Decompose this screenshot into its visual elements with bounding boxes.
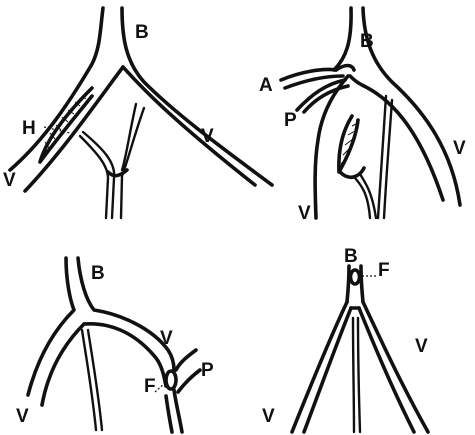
vessel-outline [362,84,445,202]
label-v-left: V [16,406,29,427]
vessel-outline [279,67,338,82]
vessel-outline [120,102,138,172]
vessel-outline [121,65,257,187]
vessel-outline [172,388,184,434]
label-h: H [22,118,36,139]
hatched-segment [340,123,357,165]
vessel-outline [359,264,365,304]
vessel-outline [290,300,349,434]
vessel-outline [106,168,129,178]
leader-line [154,381,167,393]
label-v-left: V [3,170,16,191]
label-v-right: V [415,336,428,357]
vessel-outline [120,6,274,187]
vessel-outline [38,86,94,164]
vessel-outline [86,328,104,432]
label-v-right: V [160,328,173,349]
vessel-outline [348,74,366,88]
vessel-outline [338,166,366,180]
vessel-outline [351,316,356,434]
vessel-outline [302,306,353,434]
panel-bottom-left: B V F P V [16,256,214,434]
vessel-outline [23,65,125,193]
vessel-outline [358,172,378,220]
fenestration-loop [164,369,178,391]
panel-top-right: B A P V V [259,6,466,224]
label-p: P [201,360,214,381]
vessel-outline [26,256,76,397]
vessel-outline [302,84,350,114]
vessel-outline [119,106,146,220]
label-b: B [135,22,149,43]
vessel-outline [361,6,462,207]
vessel-outline [174,348,198,372]
label-b: B [360,31,374,52]
vessel-outline [76,256,176,372]
vessel-outline [376,94,388,220]
leader-line [43,126,71,134]
fenestration-loop [348,268,362,286]
vessel-outline [40,322,86,407]
vessel-outline [80,328,98,432]
vessel-outline [78,134,110,220]
label-b: B [91,263,105,284]
vessel-outline [295,78,347,112]
label-f: F [378,260,390,281]
vessel-outline [8,6,105,172]
hatched-segment [44,95,87,149]
label-b: B [344,246,358,267]
vessel-outline [176,368,202,394]
vessel-outline [353,176,372,220]
label-v-left: V [298,203,311,224]
vessel-outline [82,322,168,388]
vessel-outline [164,394,174,434]
vessel-outline [361,300,430,434]
label-v-left: V [262,406,275,427]
vessel-outline [334,63,356,72]
vessel-outline [382,98,394,220]
label-p: P [284,110,297,131]
vessel-outline [283,74,345,90]
vessel-outline [81,130,116,220]
vessel-outline [356,316,362,434]
label-v-right: V [201,126,214,147]
vessel-outline [357,306,416,434]
panel-bottom-right: B F V V [262,246,430,434]
label-a: A [259,75,273,96]
vessel-outline [345,264,351,304]
panel-top-left: B H V V [3,6,274,220]
label-f: F [144,376,156,397]
vessel-outline [332,6,353,72]
label-v-right: V [453,138,466,159]
